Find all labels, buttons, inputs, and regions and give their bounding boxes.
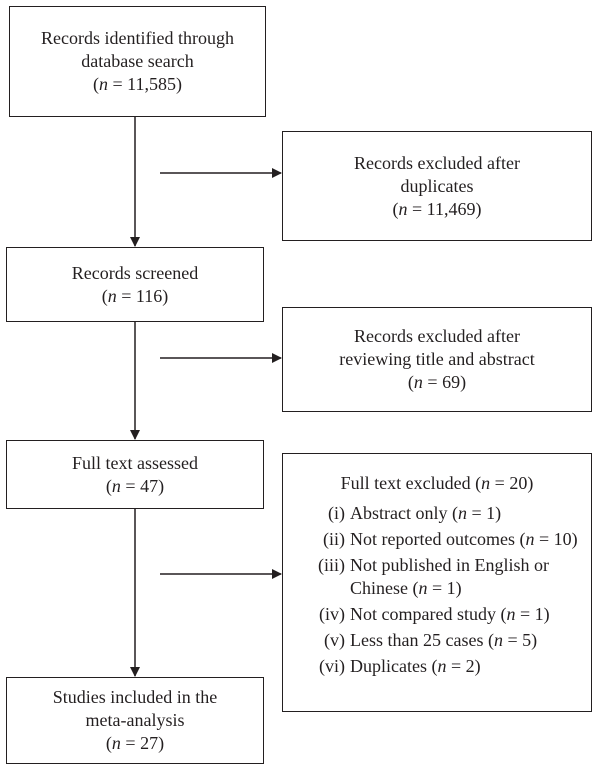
- reason-line-text: Abstract only: [350, 503, 448, 523]
- exclusion-reason-item: (iv)Not compared study (n = 1): [283, 603, 591, 626]
- box-label-line: Records identified through: [41, 28, 234, 48]
- box-count: (n = 27): [105, 733, 165, 753]
- box-count: (n = 11,585): [93, 74, 182, 94]
- reason-text: Abstract only (n = 1): [345, 502, 501, 525]
- reason-text: Duplicates (n = 2): [345, 655, 481, 678]
- full-text-assessed-box: Full text assessed (n = 47): [6, 440, 264, 509]
- records-excluded-title-abstract-box: Records excluded after reviewing title a…: [282, 307, 592, 412]
- exclusion-reason-item: (vi)Duplicates (n = 2): [283, 655, 591, 678]
- reason-line: Not reported outcomes (n = 10): [350, 529, 578, 549]
- full-text-excluded-title: Full text excluded (n = 20): [340, 473, 534, 493]
- reason-count: 10: [553, 529, 572, 549]
- records-screened-box: Records screened (n = 116): [6, 247, 264, 322]
- reason-line: Chinese (n = 1): [350, 578, 462, 598]
- full-text-excluded-box: Full text excluded (n = 20) (i) Abstract …: [282, 453, 592, 712]
- box-label-line: Records excluded after: [354, 152, 520, 173]
- box-count: (n = 116): [101, 285, 169, 306]
- reason-line: Less than 25 cases (n = 5): [350, 630, 538, 650]
- reason-line-text: Chinese: [350, 578, 408, 598]
- exclusion-reason-item: (i) Abstract only (n = 1): [283, 502, 591, 525]
- reason-numeral: (iv): [319, 604, 345, 624]
- reason-count: 1: [486, 503, 496, 523]
- reason-line-text: Not compared study: [350, 604, 496, 624]
- studies-included-box: Studies included in the meta-analysis (n…: [6, 677, 264, 764]
- reason-count: 5: [522, 630, 532, 650]
- reason-numeral: (v): [324, 630, 345, 650]
- box-count: (n = 47): [105, 475, 165, 496]
- reason-text: Not reported outcomes (n = 10): [345, 528, 578, 551]
- reason-count: 2: [465, 656, 475, 676]
- records-excluded-duplicates-box: Records excluded after duplicates (n = 1…: [282, 131, 592, 241]
- box-label-line: Records excluded after: [354, 326, 520, 346]
- reason-text: Not compared study (n = 1): [345, 603, 550, 626]
- reason-text: Not published in English or Chinese (n = …: [345, 554, 549, 600]
- reason-count: 1: [446, 578, 456, 598]
- reason-line-text: Not reported outcomes: [350, 529, 515, 549]
- reason-count: 1: [534, 604, 544, 624]
- reason-line-text: Less than 25 cases: [350, 630, 484, 650]
- exclusion-reasons-list: (i)Abstract only (n = 1)(ii)Not reported…: [283, 502, 591, 681]
- reason-text: Less than 25 cases (n = 5): [345, 629, 537, 652]
- reason-line: Not published in English or: [350, 554, 549, 577]
- exclusion-reason-item: (v)Less than 25 cases (n = 5): [283, 629, 591, 652]
- reason-line: Not compared study (n = 1): [350, 604, 550, 624]
- box-count: (n = 11,469): [392, 198, 482, 219]
- exclusion-reason-item: (iii)Not published in English or Chinese …: [283, 554, 591, 600]
- reason-numeral: (ii): [323, 529, 345, 549]
- records-identified-box: Records identified through database sear…: [9, 6, 266, 117]
- box-label-line: Full text assessed: [72, 452, 198, 473]
- reason-numeral: (i): [328, 503, 345, 523]
- exclusion-reason-item: (ii)Not reported outcomes (n = 10): [283, 528, 591, 551]
- reason-numeral: (vi): [319, 656, 345, 676]
- reason-line: Abstract only (n = 1): [350, 503, 502, 523]
- box-label-line: meta-analysis: [85, 710, 185, 730]
- box-label-line: Studies included in the: [52, 687, 218, 707]
- reason-numeral: (iii): [318, 555, 345, 575]
- box-label-line: Records screened: [71, 262, 199, 283]
- reason-line-text: Duplicates: [350, 656, 427, 676]
- box-label-line: duplicates: [400, 175, 474, 196]
- box-label-line: database search: [81, 51, 194, 71]
- box-label-line: reviewing title and abstract: [339, 349, 535, 369]
- reason-line-text: Not published in English or: [350, 555, 549, 575]
- reason-line: Duplicates (n = 2): [350, 656, 481, 676]
- box-count: (n = 69): [407, 372, 467, 392]
